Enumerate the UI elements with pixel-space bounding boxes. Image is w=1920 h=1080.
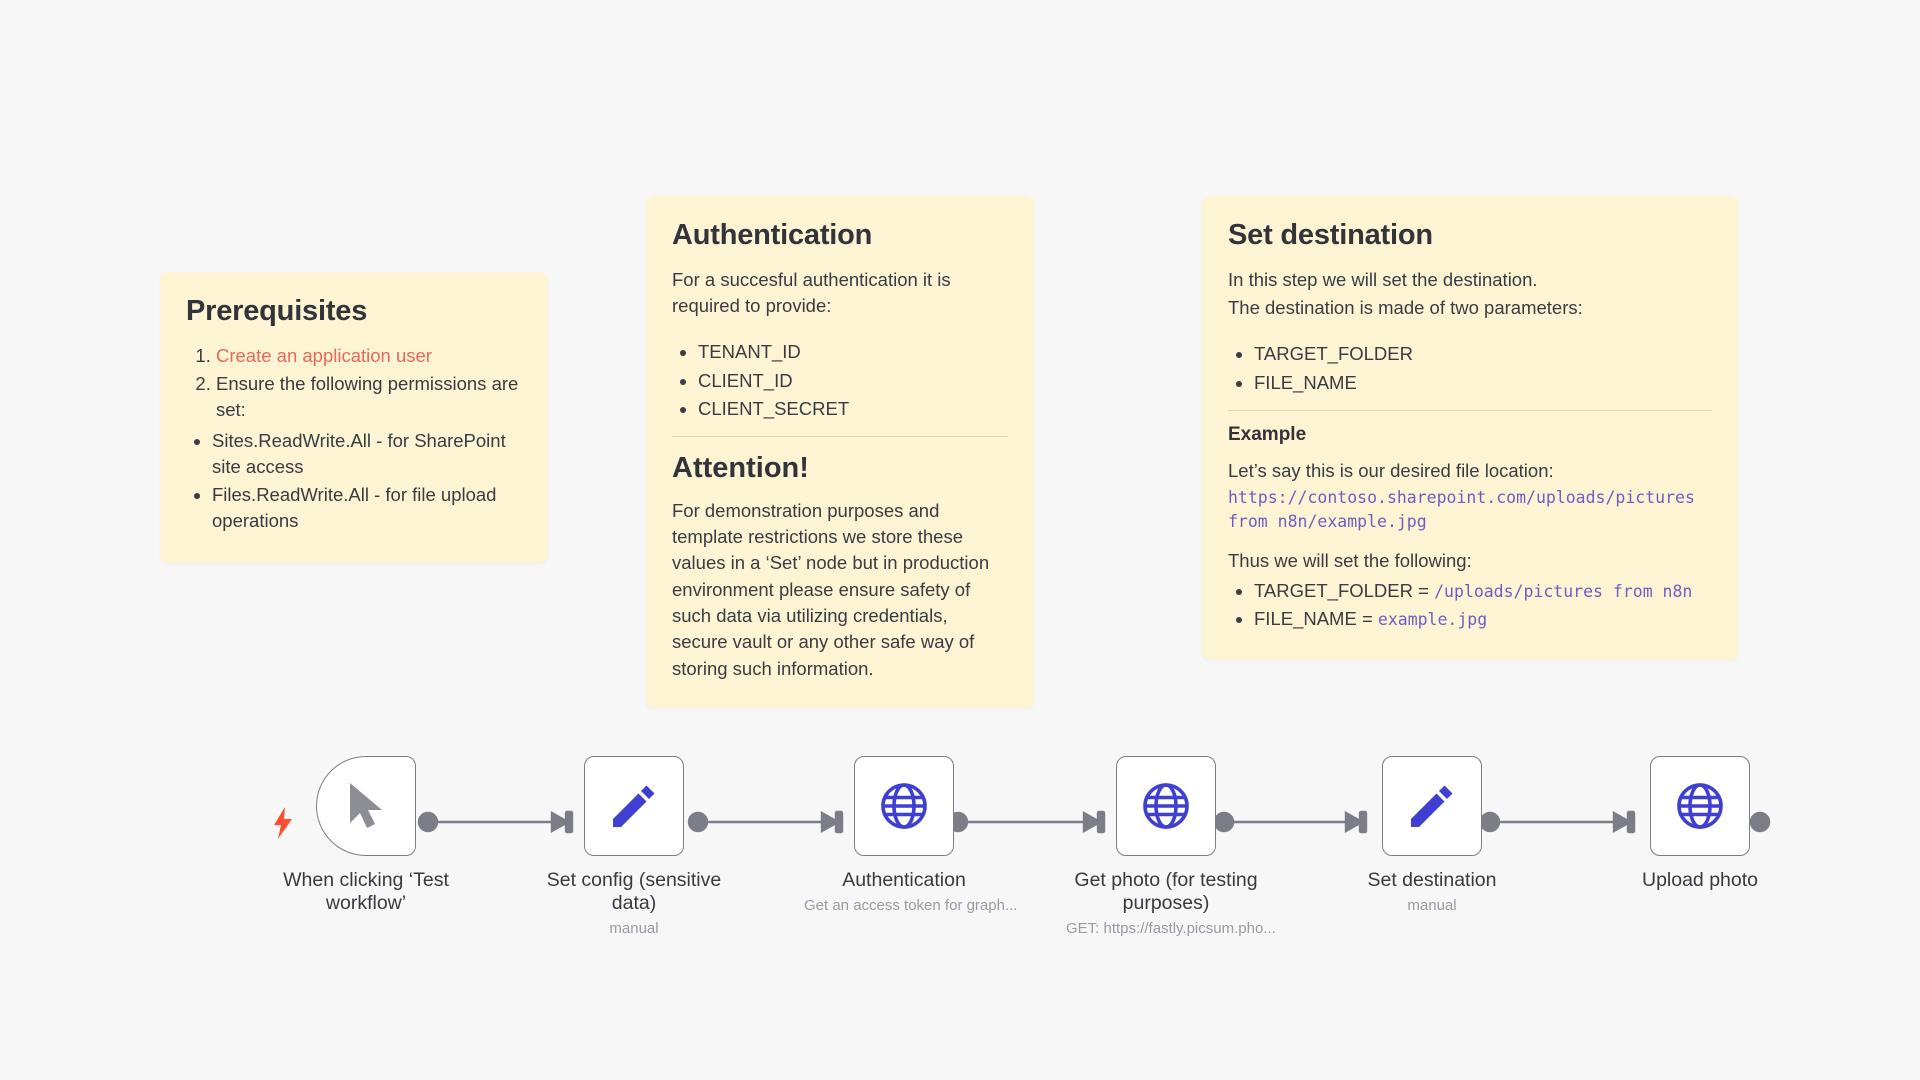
attention-body: For demonstration purposes and template … [672,499,990,679]
divider [672,436,1008,438]
globe-icon [1143,783,1189,829]
authentication-intro: For a succesful authentication it is req… [672,268,951,317]
node-title: Set destination [1367,869,1497,891]
node-subtitle: Get an access token for graph... [804,897,1018,914]
example-title: Example [1228,423,1307,445]
globe-icon [881,783,927,829]
thus-line: Thus we will set the following: [1228,549,1472,571]
assignment-value: /uploads/pictures from n8n [1434,581,1693,601]
assignment-key: TARGET_FOLDER = [1254,579,1435,601]
list-item: Files.ReadWrite.All - for file upload op… [212,482,522,535]
cursor-pointer-icon [350,783,382,828]
workflow-node-authentication[interactable]: Authentication Get an access token for g… [804,756,1018,915]
sticky-note-set-destination[interactable]: Set destination In this step we will set… [1202,196,1738,661]
workflow-node-upload-photo[interactable]: Upload photo [1600,756,1800,897]
workflow-node-set-config-sensitive-data[interactable]: Set config (sensitive data) manual [534,756,734,938]
workflow-node-set-destination[interactable]: Set destination manual [1332,756,1532,915]
node-box[interactable] [1650,756,1750,856]
workflow-node-when-clicking-test-workflow[interactable]: When clicking ‘Test workflow’ [266,756,466,920]
set-destination-parameter-list: TARGET_FOLDER FILE_NAME [1228,341,1712,396]
attention-title: Attention! [672,452,809,485]
node-subtitle: manual [609,920,659,937]
authentication-title: Authentication [672,219,873,251]
pencil-icon [613,785,655,827]
divider [1228,409,1712,411]
list-item: TARGET_FOLDER [1254,341,1712,367]
create-application-user-link[interactable]: Create an application user [216,344,432,366]
workflow-node-get-photo-for-testing-purposes[interactable]: Get photo (for testing purposes) GET: ht… [1066,756,1276,938]
list-item: TENANT_ID [698,339,1008,365]
node-box[interactable] [584,756,684,856]
sticky-note-prerequisites[interactable]: Prerequisites Create an application user… [160,272,548,563]
assignment-value: example.jpg [1377,610,1488,630]
node-title: When clicking ‘Test workflow’ [283,869,449,914]
list-item: FILE_NAME [1254,370,1712,396]
workflow-node-graph: When clicking ‘Test workflow’ Set config… [0,700,1920,1080]
prerequisites-ordered-list: Create an application user Ensure the fo… [186,343,522,424]
node-box[interactable] [854,756,954,856]
assignment-key: FILE_NAME = [1254,608,1378,630]
list-item: CLIENT_SECRET [698,396,1008,422]
authentication-credential-list: TENANT_ID CLIENT_ID CLIENT_SECRET [672,339,1008,422]
spacer [1228,323,1712,337]
spacer [672,321,1008,335]
node-title: Upload photo [1641,869,1758,891]
node-box[interactable] [1116,756,1216,856]
spacer [1228,534,1712,548]
set-destination-assignment-list: TARGET_FOLDER = /uploads/pictures from n… [1228,578,1712,633]
node-subtitle: GET: https://fastly.picsum.pho... [1066,920,1276,937]
prerequisites-bullet-list: Sites.ReadWrite.All - for SharePoint sit… [186,428,522,535]
node-title: Set config (sensitive data) [546,869,722,914]
set-destination-title: Set destination [1228,219,1433,251]
globe-icon [1677,783,1723,829]
list-item: FILE_NAME = example.jpg [1254,606,1712,632]
node-box[interactable] [316,756,416,856]
list-item: CLIENT_ID [698,368,1008,394]
node-subtitle: manual [1407,897,1457,914]
list-item: Sites.ReadWrite.All - for SharePoint sit… [212,428,522,481]
example-url: https://contoso.sharepoint.com/uploads/p… [1228,487,1695,531]
prerequisites-title: Prerequisites [186,295,368,327]
list-item: Ensure the following permissions are set… [216,371,522,424]
sticky-note-authentication[interactable]: Authentication For a succesful authentic… [646,196,1034,708]
set-destination-intro-line-1: In this step we will set the destination… [1228,268,1538,290]
pencil-icon [1411,785,1453,827]
list-item: Create an application user [216,343,522,369]
node-box[interactable] [1382,756,1482,856]
lightning-bolt-icon [274,807,292,839]
list-item: TARGET_FOLDER = /uploads/pictures from n… [1254,578,1712,604]
node-title: Get photo (for testing purposes) [1074,869,1258,914]
example-intro: Let’s say this is our desired file locat… [1228,459,1554,481]
node-title: Authentication [842,869,966,891]
set-destination-intro-line-2: The destination is made of two parameter… [1228,297,1583,319]
